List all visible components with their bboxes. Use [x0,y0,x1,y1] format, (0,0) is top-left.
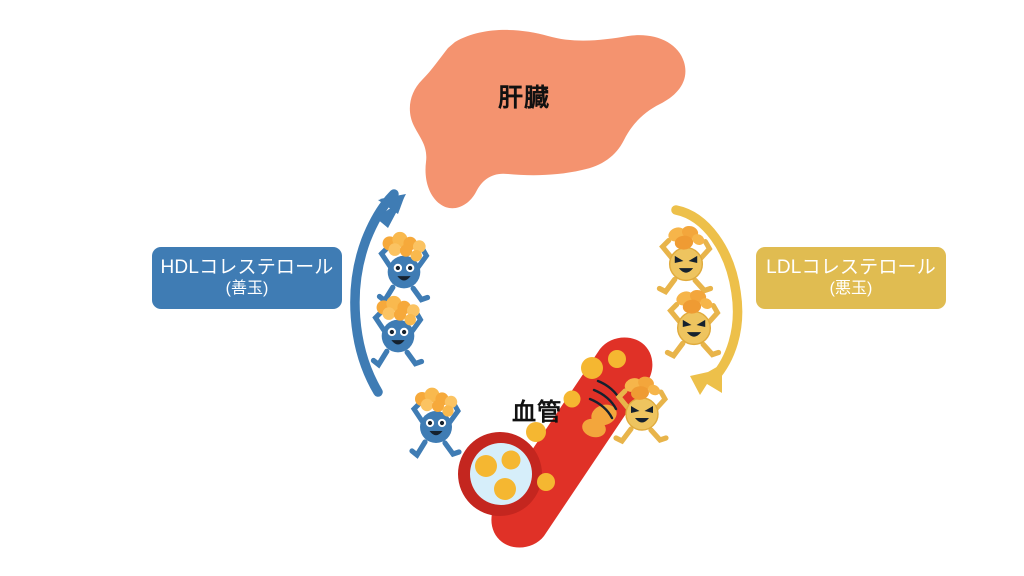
ldl-legend-title: LDLコレステロール [766,257,936,279]
vessel-plaque [581,357,603,379]
vessel-plaque [526,422,546,442]
liver-label: 肝臓 [498,84,551,112]
vessel-plaque [563,390,581,408]
blood-vessel [458,337,653,548]
ldl-flow-arrow [671,205,743,395]
liver-shape [409,29,686,209]
hdl-flow-arrow [350,189,406,397]
hdl-legend-title: HDLコレステロール [160,257,334,279]
ldl-character [659,224,710,291]
vessel-plaque [537,473,555,491]
vessel-label: 血管 [512,399,562,426]
ldl-arrow-shaft [671,205,743,383]
lumen-plaque [475,455,497,477]
lumen-plaque [494,478,516,500]
hdl-character [380,232,428,301]
ldl-legend-subtitle: (悪玉) [829,279,873,297]
ldl-character [667,288,718,355]
ldl-legend-chip: LDLコレステロール (悪玉) [756,247,946,309]
hdl-character [374,296,422,365]
ldl-arrow-head [690,364,722,395]
lumen-plaque [501,450,521,470]
hdl-character [412,388,459,455]
liver-organ [409,29,686,209]
vessel-plaque [608,350,626,368]
hdl-arrow-shaft [350,189,399,397]
hdl-legend-chip: HDLコレステロール (善玉) [152,247,342,309]
hdl-arrow-head-fill [378,195,405,214]
expelled-plaque [582,418,606,438]
hdl-legend-subtitle: (善玉) [225,279,269,297]
